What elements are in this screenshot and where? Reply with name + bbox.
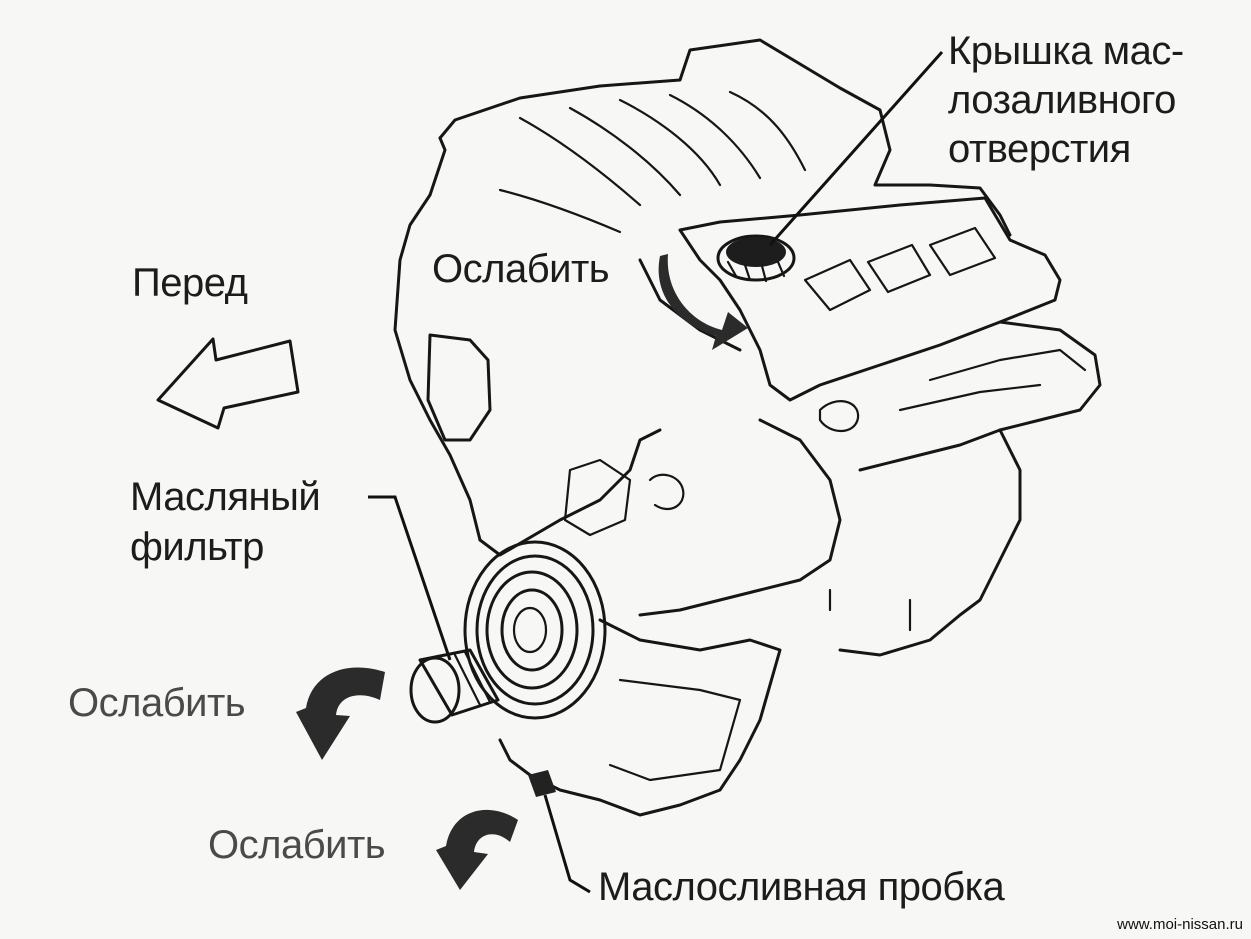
oil-filter-label-line1: Масляный xyxy=(130,475,321,519)
loosen-filter-label: Ослабить xyxy=(68,681,246,725)
drain-plug xyxy=(528,770,556,797)
oil-filler-cap-label-line1: Крышка мас- xyxy=(948,29,1184,73)
oil-filler-cap-label-line2: лозаливного xyxy=(948,78,1176,122)
loosen-top-label: Ослабить xyxy=(432,247,610,291)
loosen-arrow-icon xyxy=(436,809,518,890)
leader-line-oil-filter xyxy=(368,495,452,661)
oil-filler-cap xyxy=(716,234,796,283)
oil-filter-label-line2: фильтр xyxy=(130,525,264,569)
oil-filler-cap-label-line3: отверстия xyxy=(948,127,1131,171)
drain-plug-label: Маслосливная пробка xyxy=(598,865,1005,909)
loosen-arrow-icon xyxy=(658,254,748,350)
loosen-drain-label: Ослабить xyxy=(208,823,386,867)
leader-line-drain-plug xyxy=(543,794,591,894)
watermark: www.moi-nissan.ru xyxy=(1117,916,1243,933)
loosen-arrow-icon xyxy=(296,667,385,760)
oil-filter xyxy=(409,648,500,724)
front-label: Перед xyxy=(132,261,248,305)
leader-line-filler-cap xyxy=(768,51,944,246)
crank-pulley xyxy=(463,540,607,720)
front-arrow-icon xyxy=(156,337,300,430)
